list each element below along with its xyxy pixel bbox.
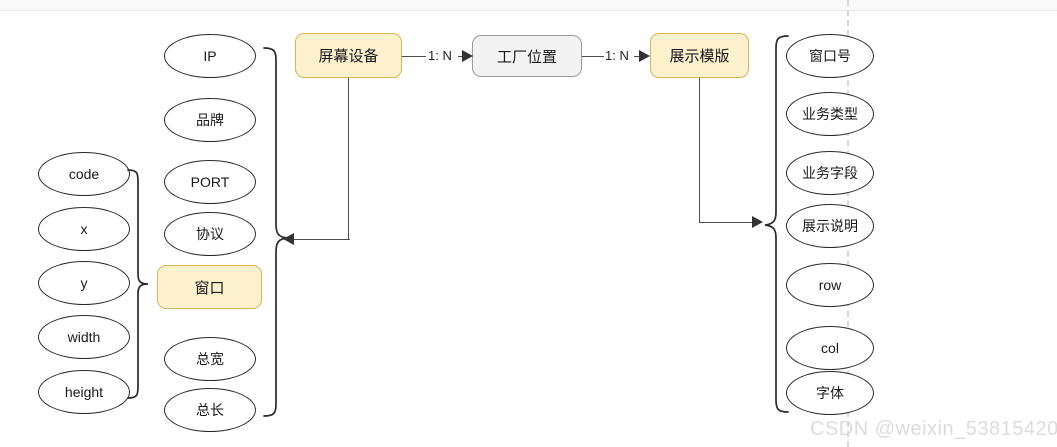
entity-screen-device-label: 屏幕设备 [318, 48, 379, 65]
attribute-node[interactable]: 字体 [786, 371, 874, 415]
attribute-node[interactable]: PORT [164, 160, 256, 204]
attribute-node[interactable]: 业务类型 [786, 92, 874, 136]
edge-screen-device-drop [348, 78, 349, 240]
attribute-node[interactable]: 协议 [164, 212, 256, 256]
attribute-node[interactable]: height [38, 370, 130, 414]
entity-screen-device[interactable]: 屏幕设备 [295, 33, 402, 78]
edge-screen-to-factory-left [402, 56, 426, 57]
top-divider [0, 0, 1057, 11]
attribute-label: width [67, 329, 101, 345]
cardinality-label-2: 1: N [605, 48, 629, 63]
attribute-node[interactable]: col [786, 326, 874, 370]
attribute-bracket-screen-device [262, 46, 292, 418]
entity-factory-location[interactable]: 工厂位置 [472, 35, 582, 77]
attribute-node[interactable]: IP [164, 34, 256, 78]
attribute-label: row [818, 277, 842, 293]
entity-display-template-label: 展示模版 [669, 48, 730, 65]
attribute-label: 品牌 [196, 112, 224, 128]
attribute-label: 窗口号 [809, 48, 851, 64]
edge-factory-to-template-left [582, 56, 604, 57]
attribute-label: 展示说明 [802, 218, 858, 234]
entity-window[interactable]: 窗口 [157, 265, 262, 309]
attribute-label: 字体 [816, 385, 844, 401]
attribute-label: code [68, 166, 100, 182]
cardinality-label-1: 1: N [428, 48, 452, 63]
arrowhead-to-template [639, 50, 650, 62]
attribute-node[interactable]: 总长 [164, 388, 256, 432]
entity-factory-location-label: 工厂位置 [496, 48, 557, 66]
attribute-node[interactable]: code [38, 152, 130, 196]
arrowhead-to-factory [462, 50, 473, 62]
attribute-node[interactable]: y [38, 261, 130, 305]
attribute-node[interactable]: 窗口号 [786, 34, 874, 78]
attribute-bracket-window [126, 168, 156, 400]
attribute-label: 业务类型 [802, 106, 858, 122]
edge-factory-to-template-right [634, 56, 641, 57]
attribute-label: col [821, 340, 839, 356]
edge-screen-device-to-bracket [292, 239, 350, 240]
attribute-node[interactable]: 总宽 [164, 337, 256, 381]
edge-screen-to-factory-right [458, 56, 464, 57]
attribute-label: 总长 [196, 402, 224, 418]
attribute-label: height [64, 384, 104, 400]
entity-window-label: 窗口 [194, 279, 225, 297]
attribute-label: 业务字段 [802, 165, 858, 181]
attribute-node[interactable]: 业务字段 [786, 151, 874, 195]
attribute-node[interactable]: x [38, 207, 130, 251]
attribute-node[interactable]: width [38, 315, 130, 359]
attribute-label: 总宽 [196, 351, 224, 367]
watermark: CSDN @weixin_53815420 [810, 418, 1057, 440]
attribute-node[interactable]: 品牌 [164, 98, 256, 142]
attribute-label: y [80, 275, 88, 291]
edge-display-template-drop [699, 78, 700, 223]
arrowhead-display-template-attrs [752, 216, 763, 228]
attribute-node[interactable]: 展示说明 [786, 204, 874, 248]
arrowhead-screen-device-attrs [283, 233, 294, 245]
entity-display-template[interactable]: 展示模版 [650, 33, 749, 78]
edge-display-template-to-bracket [699, 222, 754, 223]
attribute-label: x [80, 221, 88, 237]
attribute-label: IP [203, 48, 217, 64]
attribute-node[interactable]: row [786, 263, 874, 307]
attribute-label: 协议 [196, 226, 224, 242]
attribute-label: PORT [190, 174, 230, 190]
